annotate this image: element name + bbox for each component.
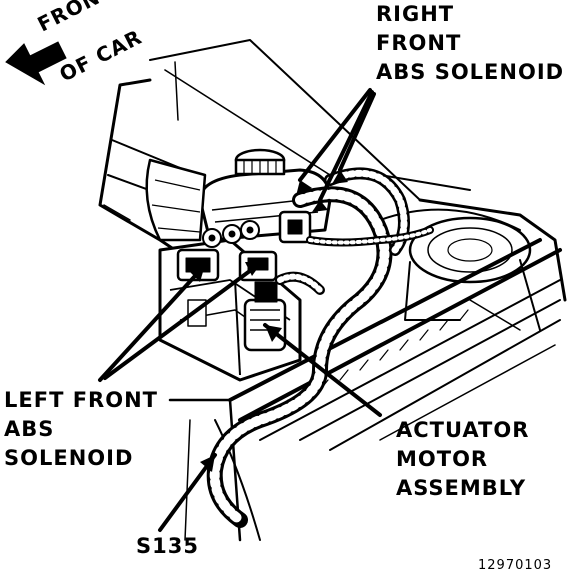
- wiring-harness: [206, 167, 434, 528]
- right-front-abs-solenoid-label: RIGHT FRONT ABS SOLENOID: [376, 0, 564, 87]
- left-front-label-line1: LEFT FRONT: [4, 388, 158, 412]
- left-front-abs-solenoid-label: LEFT FRONT ABS SOLENOID: [4, 386, 158, 473]
- arrow-left-icon: [5, 41, 67, 86]
- left-front-label-line2: ABS: [4, 417, 55, 441]
- figure-id: 12970103: [478, 558, 553, 573]
- right-front-label-line1: RIGHT: [376, 2, 455, 26]
- actuator-label-line3: ASSEMBLY: [396, 476, 527, 500]
- right-front-label-line3: ABS SOLENOID: [376, 60, 565, 84]
- actuator-motor-assembly-label: ACTUATOR MOTOR ASSEMBLY: [396, 416, 529, 503]
- actuator-label-line2: MOTOR: [396, 447, 489, 471]
- left-front-label-line3: SOLENOID: [4, 446, 134, 470]
- callout-leader-lines: [98, 88, 382, 532]
- right-front-label-line2: FRONT: [376, 31, 462, 55]
- vehicle-body-structure: [98, 39, 567, 542]
- callout-arrowheads: [188, 170, 348, 472]
- actuator-label-line1: ACTUATOR: [396, 418, 530, 442]
- splice-s135-label: S135: [136, 534, 199, 558]
